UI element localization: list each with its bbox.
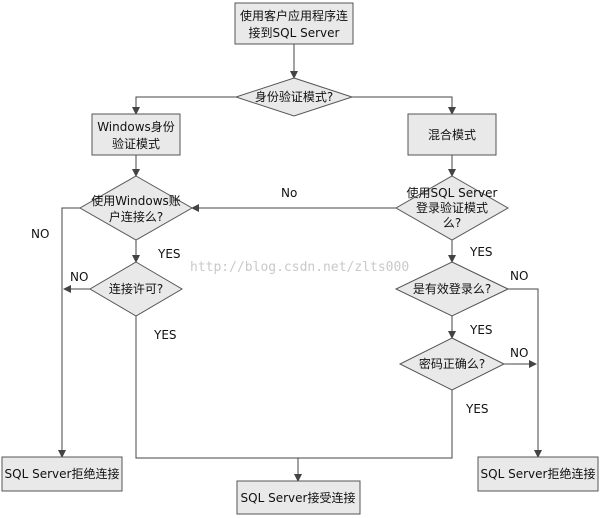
node-auth-mode [234,77,354,117]
label-no-password: NO [510,346,528,360]
sql-login-text-2: 登录验证模式 [416,200,488,215]
node-start [234,2,354,45]
start-text-2: 接到SQL Server [249,25,340,40]
node-connect-permit [89,261,183,317]
edge-auth-to-mixed [352,96,456,115]
label-yes-password: YES [465,402,489,416]
label-yes-permit: YES [153,328,177,342]
label-no-top: No [281,186,297,200]
auth-mode-text: 身份验证模式? [255,89,333,104]
node-reject-right [477,456,599,492]
label-no-left-inner: NO [70,270,88,284]
node-reject-left [1,456,123,492]
reject-left-text: SQL Server拒绝连接 [5,466,120,481]
watermark-text: http://blog.csdn.net/zlts000 [190,260,409,275]
node-windows-account [78,175,194,241]
edge-account-to-reject [58,207,80,458]
edge-permit-to-accept [135,316,298,459]
windows-account-text-2: 户连接么? [109,209,163,224]
node-sql-login [394,175,510,241]
label-yes-win-account: YES [157,247,181,261]
node-mixed-mode [407,113,497,156]
accept-text: SQL Server接受连接 [241,490,356,505]
node-accept [236,480,361,515]
node-password-ok [398,337,506,391]
windows-auth-text-2: 验证模式 [112,136,160,151]
node-windows-auth [91,113,181,156]
node-valid-login [394,261,510,317]
label-no-valid-login: NO [510,269,528,283]
password-ok-text: 密码正确么? [419,356,485,371]
sql-login-text-1: 使用SQL Server [407,185,498,200]
edge-auth-to-windows [132,96,236,115]
connectors [58,44,542,482]
label-yes-sql-login: YES [469,245,493,259]
windows-auth-text-1: Windows身份 [97,119,175,134]
edge-valid-to-reject [508,288,542,458]
start-text-1: 使用客户应用程序连 [240,8,348,23]
windows-account-text-1: 使用Windows账 [91,193,181,208]
label-yes-valid-login: YES [469,323,493,337]
reject-right-text: SQL Server拒绝连接 [481,466,596,481]
sql-login-text-3: 么? [443,216,461,230]
mixed-mode-text: 混合模式 [428,127,476,142]
connect-permit-text: 连接许可? [109,281,163,296]
label-no-left-outer: NO [31,227,49,241]
valid-login-text: 是有效登录么? [413,281,491,296]
edge-password-to-accept [298,390,453,459]
